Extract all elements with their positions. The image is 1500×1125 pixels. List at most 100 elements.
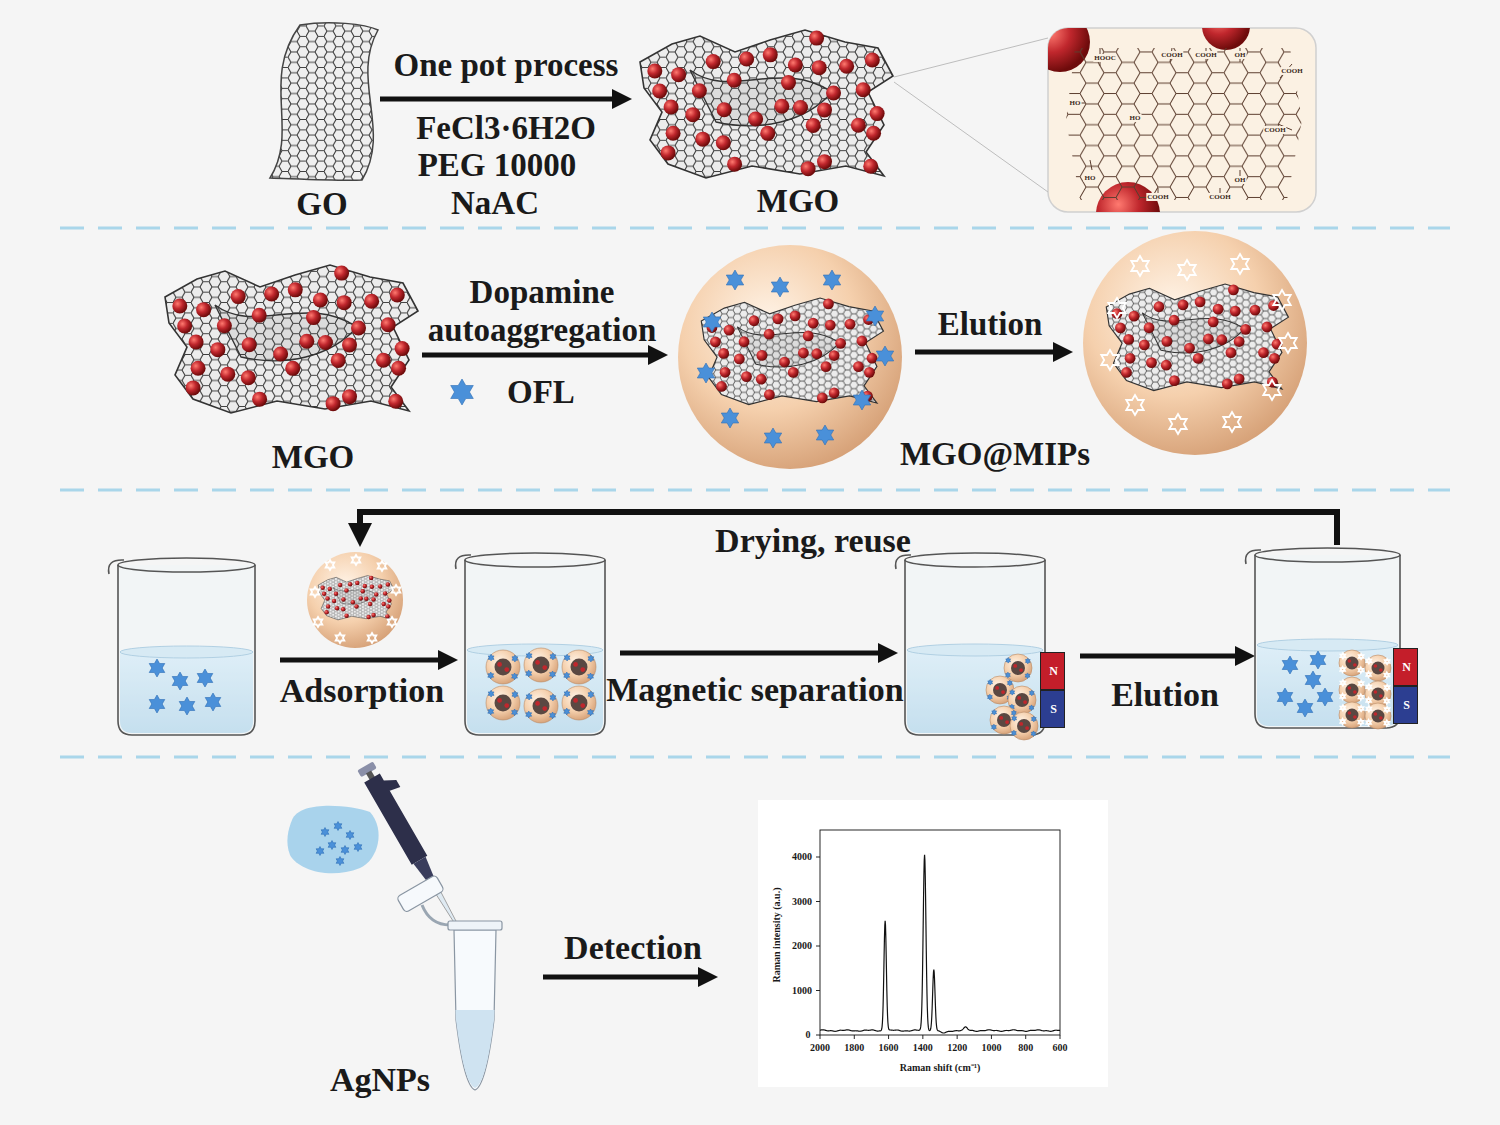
beaker-part [1348,686,1352,690]
beaker-part [905,560,1045,735]
beaker-part [580,667,585,672]
ofl-star [512,673,518,680]
raman-spectrum-part [991,1035,992,1039]
group-label: OH [1234,51,1247,59]
sample-drop [287,806,378,873]
magnetic-graphene-oxide-part [823,298,834,309]
cavity-star [1231,254,1248,274]
magnetic-graphene-oxide-part [252,392,267,407]
ofl-star [512,709,518,716]
cavity-star [368,633,377,643]
tick-label: 2000 [810,1042,830,1054]
raman-spectrum-part [758,800,1108,1087]
magnetic-graphene-oxide [1106,284,1288,391]
magnetic-graphene-oxide-part [366,615,371,620]
ofl-star [1029,705,1034,711]
cavity-star [1169,414,1186,434]
cavity-star [1385,659,1390,664]
cavity-star [1263,380,1280,400]
magnetic-graphene-oxide-part [348,582,353,587]
magnetic-graphene-oxide-part [1169,315,1180,326]
material-label: MGO [272,439,354,477]
beaker-part [1372,688,1385,701]
zoom-line [894,38,1048,77]
magnetic-graphene-oxide-part [741,371,752,382]
ofl-star [1310,651,1326,669]
magnetic-graphene-oxide-part [825,320,836,331]
magnetic-graphene-oxide-part [809,31,824,46]
magnetic-graphene-oxide-part [739,336,750,347]
magnetic-graphene-oxide-part [867,353,878,364]
process-arrow [380,97,616,102]
magnetic-graphene-oxide-part [351,320,366,335]
magnetic-graphene-oxide-part [388,394,403,409]
reagent-label: PEG 10000 [418,147,577,185]
raman-spectrum [758,800,1108,1087]
magnetic-graphene-oxide-part [306,310,321,325]
step-label: Elution [938,306,1043,344]
beaker-part [495,659,512,676]
magnetic-graphene-oxide-part [647,64,662,79]
magnetic-graphene-oxide-part [313,292,328,307]
magnetic-graphene-oxide-part [1262,322,1273,333]
magnetic-graphene-oxide-part [172,299,187,314]
cavity-star [1385,699,1390,704]
magnetic-graphene-oxide-part [1123,334,1134,345]
beaker-part [1255,555,1400,728]
beaker-part [573,698,578,703]
magnetic-graphene-oxide-part [720,367,731,378]
magnetic-graphene-oxide-part [756,374,767,385]
cavity-star [1341,653,1346,658]
magnetic-graphene-oxide-part [364,596,369,601]
beaker-part [504,667,509,672]
step-label: Dopamine autoaggregation [417,273,667,349]
magnetic-graphene-oxide-part [640,30,893,178]
beaker-part [562,650,596,684]
magnetic-graphene-oxide-part [817,154,832,169]
magnetic-graphene-oxide-part [845,319,856,330]
beaker-part [1379,694,1383,698]
magnetic-graphene-oxide-part [374,592,379,597]
tick-label: 1000 [981,1042,1001,1054]
ofl-star [512,691,518,698]
ofl-star [341,846,349,855]
magnetic-graphene-oxide-part [326,604,331,609]
ofl-star [988,680,993,686]
magnetic-graphene-oxide-part [342,389,357,404]
reagent-label: FeCl3·6H2O [416,110,596,148]
structure-inset-part-part [1202,28,1250,50]
material-label: MGO [757,183,839,221]
magnetic-graphene-oxide-part [341,597,346,602]
cavity-star [1341,680,1346,685]
tick-label: 3000 [792,896,812,908]
magnetic-graphene-oxide-part [338,583,343,588]
panel-separator [60,756,1450,759]
magnetic-graphene-oxide-part [763,47,778,62]
cavity-star [1178,260,1195,280]
beaker-part [1346,684,1359,697]
beaker-part [993,683,1007,697]
magnetic-graphene-oxide-part [664,99,679,114]
beaker-part [109,560,124,574]
beaker-part [497,662,502,667]
raman-spectrum-part [820,855,1060,1033]
tick-label: 0 [806,1029,811,1041]
raman-spectrum-part [816,1035,820,1036]
magnetic-graphene-oxide-part [1106,284,1288,391]
magnetic-graphene-oxide-part [856,82,871,97]
process-arrow [1080,654,1239,659]
magnetic-graphene-oxide-part [220,367,235,382]
graphene-sheet [270,23,378,181]
magnetic-graphene-oxide-part [241,370,256,385]
beaker-part [997,713,1011,727]
ofl-star [1282,656,1298,674]
cavity-star [1340,719,1345,724]
magnetic-graphene-oxide-part [1139,340,1150,351]
beaker-part [1379,716,1383,720]
ofl-star [172,672,188,690]
magnetic-graphene-oxide-part [1154,301,1165,312]
magnetic-graphene-oxide-part [242,337,257,352]
ofl-star [550,694,556,701]
magnetic-graphene-oxide-part [189,334,204,349]
